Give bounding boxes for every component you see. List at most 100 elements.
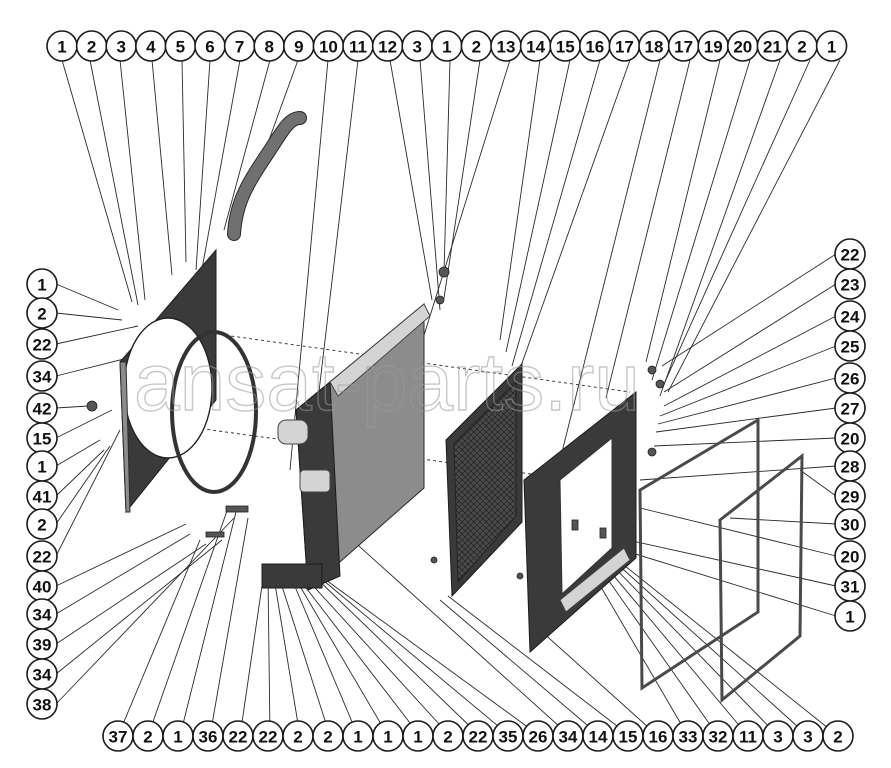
callout-number: 22 [33,336,52,355]
callout-top-26: 2 [786,30,818,62]
callout-right-10: 30 [834,508,866,540]
fasteners [86,266,665,580]
callout-number: 34 [33,606,52,625]
callout-top-11: 11 [342,30,374,62]
callout-number: 26 [841,370,860,389]
callout-bottom-18: 15 [612,720,644,752]
callout-bottom-20: 33 [672,720,704,752]
callout-right-6: 27 [834,392,866,424]
callout-bottom-21: 32 [702,720,734,752]
callout-left-14: 34 [26,658,58,690]
callout-right-12: 31 [834,570,866,602]
callout-bottom-3: 1 [162,720,194,752]
callout-number: 12 [378,38,397,57]
callout-top-3: 3 [105,30,137,62]
callout-top-15: 2 [460,30,493,62]
fan-shroud [119,248,217,514]
callout-top-23: 19 [697,30,730,62]
callout-number: 20 [841,430,860,449]
callout-bottom-7: 2 [282,720,314,752]
radiator-assembly-illustration [86,111,804,704]
callout-number: 3 [412,38,421,57]
callout-circle [26,688,58,720]
callout-number: 40 [33,578,52,597]
callout-top-19: 16 [578,30,611,62]
callout-right-7: 20 [834,422,866,454]
callout-number: 1 [173,728,182,747]
callout-top-1: 1 [46,30,78,62]
callout-number: 15 [556,38,575,57]
callout-circle [26,297,58,329]
callout-right-3: 24 [834,300,866,332]
callout-number: 8 [264,38,273,57]
callout-number: 16 [649,728,668,747]
callout-number: 35 [499,728,518,747]
callout-left-12: 34 [26,598,58,630]
callout-number: 27 [841,400,860,419]
callout-number: 21 [763,38,782,57]
callout-circle [834,508,866,540]
callout-number: 30 [841,516,860,535]
callout-right-13: 1 [834,600,866,632]
callout-bottom-24: 3 [792,720,824,752]
seal-frame-1 [638,417,760,691]
callout-number: 1 [442,38,451,57]
callout-bottom-4: 36 [192,720,224,752]
callout-number: 2 [443,728,452,747]
callout-circle [26,508,58,540]
callout-top-6: 6 [194,30,226,62]
callout-top-9: 9 [282,30,315,62]
callout-right-2: 23 [834,268,866,300]
callout-bottom-2: 2 [132,720,164,752]
callout-top-24: 20 [726,30,759,62]
callout-bottom-8: 2 [312,720,344,752]
callout-number: 42 [33,400,52,419]
callout-number: 2 [833,728,842,747]
callout-number: 24 [841,308,860,327]
callout-bottom-5: 22 [222,720,254,752]
callout-top-22: 17 [667,30,700,62]
callout-number: 17 [615,38,634,57]
callout-number: 1 [37,276,46,295]
callout-number: 13 [497,38,516,57]
rear-frame [523,390,637,654]
callout-number: 2 [87,38,96,57]
callout-number: 22 [33,548,52,567]
callout-left-7: 1 [26,450,58,482]
callout-number: 31 [841,578,860,597]
callout-top-12: 12 [371,30,404,62]
callout-number: 3 [803,728,812,747]
callout-number: 22 [229,728,248,747]
callout-number: 2 [293,728,302,747]
callout-number: 22 [259,728,278,747]
callout-number: 2 [323,728,332,747]
condenser-core [445,362,523,598]
callout-number: 20 [841,548,860,567]
radiator-core [261,302,431,592]
callout-top-21: 18 [638,30,670,62]
callout-top-17: 14 [519,30,552,62]
callout-bottom-25: 2 [822,720,854,752]
callout-number: 36 [199,728,218,747]
callout-number: 14 [526,38,545,57]
callout-number: 1 [37,458,46,477]
callout-top-18: 15 [549,30,582,62]
callout-number: 14 [589,728,608,747]
callout-left-1: 1 [26,268,58,300]
callout-number: 1 [413,728,422,747]
callout-left-11: 40 [26,570,58,602]
callout-bottom-15: 26 [522,720,554,752]
callout-number: 1 [845,608,854,627]
callout-number: 32 [709,728,728,747]
callout-number: 5 [176,38,185,57]
callout-bottom-1: 37 [102,720,134,752]
callout-number: 4 [146,38,156,57]
callout-right-4: 25 [834,330,866,362]
callout-bottom-16: 34 [552,720,584,752]
callout-number: 37 [109,728,128,747]
callout-number: 15 [33,430,52,449]
callout-left-4: 34 [26,360,58,392]
callout-number: 23 [841,276,860,295]
callout-top-27: 1 [815,30,848,62]
callout-number: 2 [472,38,481,57]
